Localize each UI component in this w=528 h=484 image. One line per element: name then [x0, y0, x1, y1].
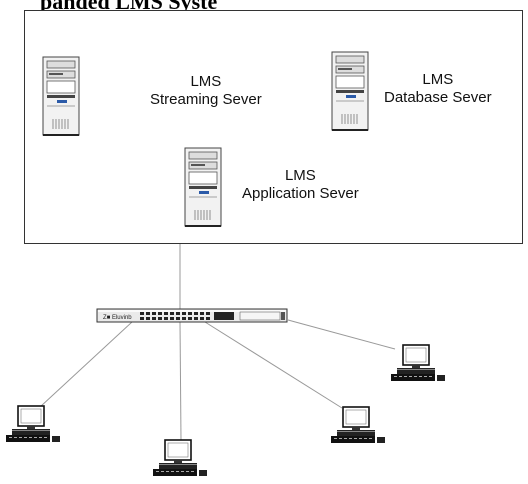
- desktop-computer-icon: [152, 439, 208, 477]
- desktop-computer-icon: [390, 344, 446, 382]
- server-tower-icon: [42, 56, 80, 136]
- application-server-label-line1: LMS: [284, 167, 316, 184]
- server-cluster-box: [24, 10, 523, 244]
- link-switch-to-pc-2: [179, 321, 182, 441]
- switch-brand: Z■ Eluvinb: [103, 315, 132, 321]
- streaming-server-label: LMS Streaming Sever: [150, 73, 262, 109]
- link-switch-to-pc-1: [39, 321, 133, 408]
- link-switch-to-pc-3: [204, 321, 343, 409]
- streaming-server-label-line2: Streaming Sever: [150, 91, 262, 108]
- database-server-label-line1: LMS: [422, 71, 454, 88]
- server-tower-icon: [331, 51, 369, 131]
- database-server-label-line2: Database Sever: [384, 89, 492, 106]
- database-server-label: LMS Database Sever: [384, 71, 492, 107]
- network-links: [39, 244, 396, 441]
- network-switch-icon: Z■ Eluvinb: [96, 308, 288, 323]
- desktop-computer-icon: [5, 405, 61, 443]
- server-tower-icon: [184, 147, 222, 227]
- application-server-label-line2: Application Sever: [242, 185, 359, 202]
- streaming-server-label-line1: LMS: [190, 73, 222, 90]
- application-server-label: LMS Application Sever: [242, 167, 359, 203]
- link-switch-to-pc-4: [287, 319, 396, 350]
- desktop-computer-icon: [330, 406, 386, 444]
